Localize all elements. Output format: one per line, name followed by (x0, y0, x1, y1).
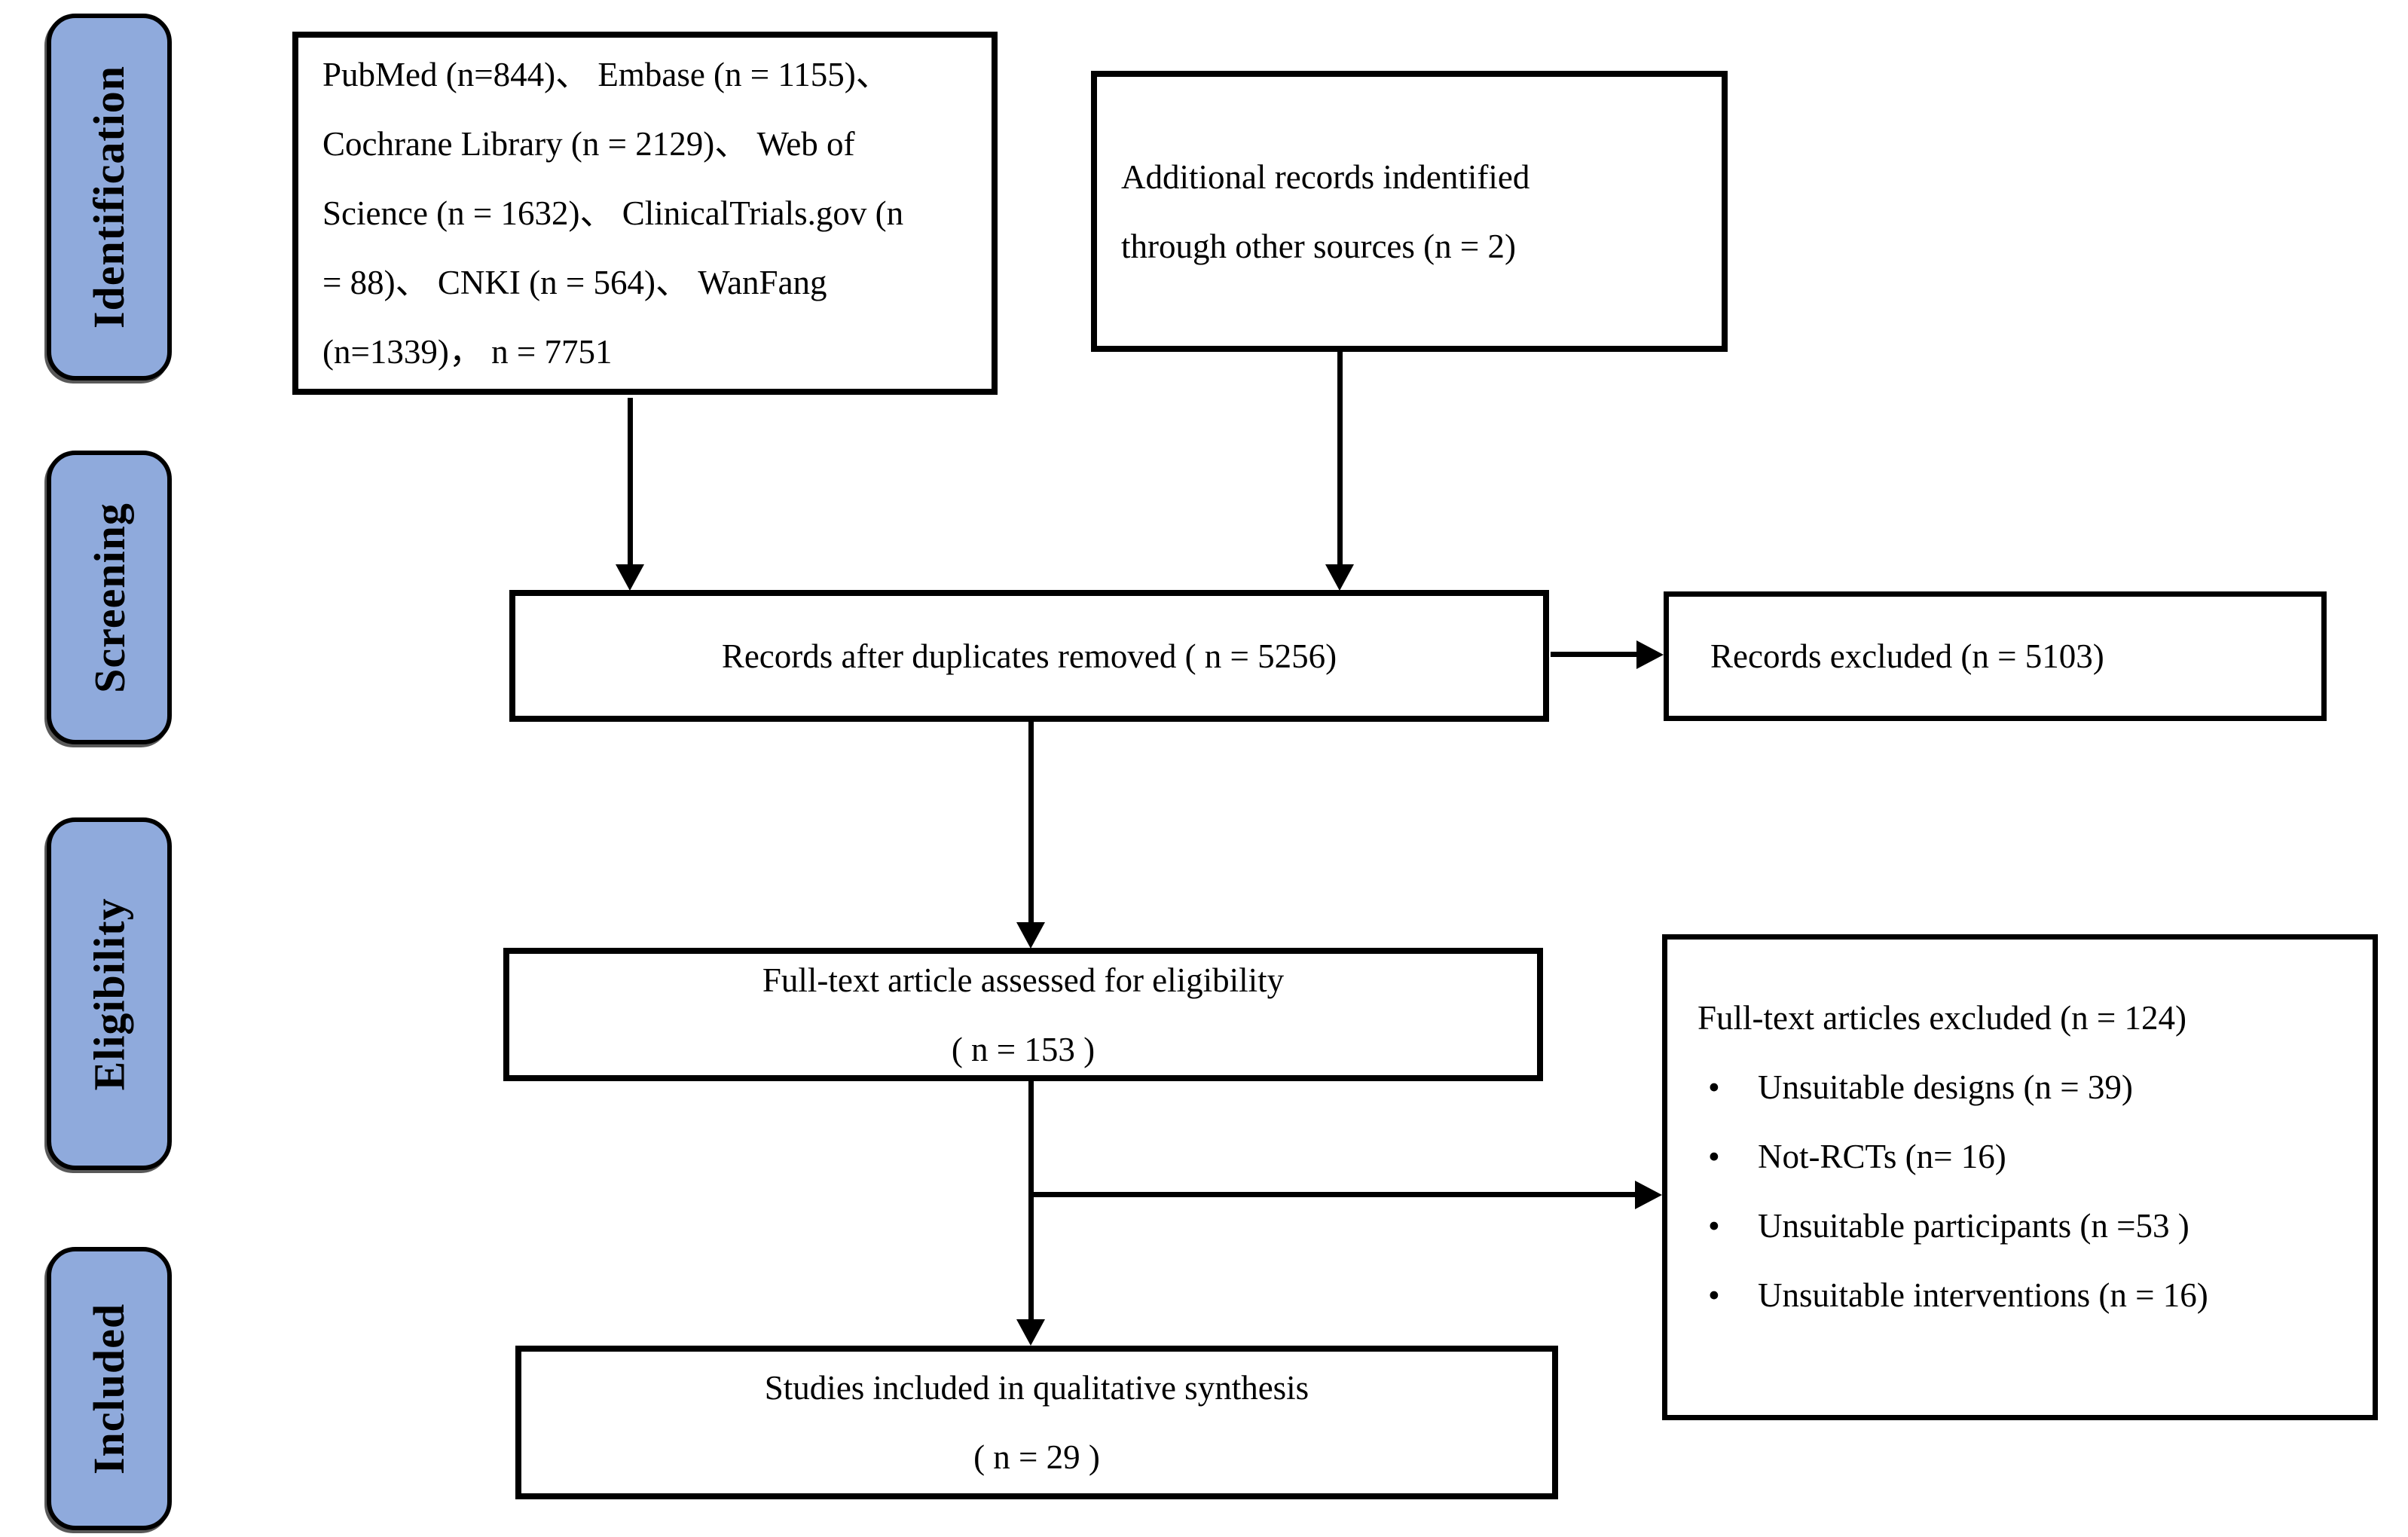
fulltext-excluded-item-2: • Not-RCTs (n= 16) (1698, 1122, 2342, 1191)
fulltext-assessed-line-1: Full-text article assessed for eligibili… (762, 961, 1285, 999)
arrowhead-down-icon (616, 564, 644, 591)
arrow-line (1031, 1192, 1635, 1197)
stage-included-label: Included (84, 1303, 134, 1474)
stage-identification: Identification (47, 14, 172, 380)
included-line-2: ( n = 29 ) (973, 1438, 1100, 1476)
box-fulltext-assessed: Full-text article assessed for eligibili… (503, 948, 1543, 1081)
bullet-icon: • (1708, 1276, 1720, 1314)
additional-records-line-1: Additional records indentified (1121, 157, 1530, 196)
sources-line-2: Cochrane Library (n = 2129)、 Web of (322, 125, 855, 163)
arrowhead-right-icon (1636, 640, 1664, 669)
sources-line-4: = 88)、 CNKI (n = 564)、 WanFang (322, 264, 827, 301)
box-deduplicated-records: Records after duplicates removed ( n = 5… (509, 590, 1549, 722)
stage-included: Included (47, 1247, 172, 1530)
fulltext-excluded-title: Full-text articles excluded (n = 124) (1698, 999, 2186, 1037)
stage-identification-label: Identification (84, 65, 134, 329)
arrowhead-down-icon (1325, 564, 1354, 591)
arrowhead-down-icon (1016, 1319, 1045, 1346)
bullet-icon: • (1708, 1138, 1720, 1175)
box-identification-sources: PubMed (n=844)、 Embase (n = 1155)、 Cochr… (292, 32, 998, 395)
box-records-excluded: Records excluded (n = 5103) (1664, 591, 2327, 721)
fulltext-excluded-item-2-text: Not-RCTs (n= 16) (1758, 1138, 2006, 1175)
arrow-line (1028, 1081, 1034, 1321)
fulltext-excluded-item-1-text: Unsuitable designs (n = 39) (1758, 1068, 2133, 1106)
additional-records-line-2: through other sources (n = 2) (1121, 227, 1517, 265)
deduplicated-text: Records after duplicates removed ( n = 5… (721, 637, 1337, 675)
fulltext-excluded-item-4: • Unsuitable interventions (n = 16) (1698, 1260, 2342, 1330)
arrow-line (1337, 352, 1343, 564)
stage-eligibility-label: Eligibility (84, 897, 134, 1090)
arrow-line (1028, 722, 1034, 924)
fulltext-assessed-line-2: ( n = 153 ) (951, 1030, 1096, 1068)
box-included-qualitative: Studies included in qualitative synthesi… (515, 1346, 1558, 1499)
fulltext-excluded-item-4-text: Unsuitable interventions (n = 16) (1758, 1276, 2208, 1314)
arrowhead-down-icon (1016, 922, 1045, 949)
sources-line-3: Science (n = 1632)、 ClinicalTrials.gov (… (322, 194, 904, 232)
fulltext-excluded-item-1: • Unsuitable designs (n = 39) (1698, 1053, 2342, 1122)
bullet-icon: • (1708, 1068, 1720, 1106)
stage-screening: Screening (47, 451, 172, 744)
box-fulltext-excluded: Full-text articles excluded (n = 124) • … (1662, 934, 2378, 1420)
records-excluded-text: Records excluded (n = 5103) (1710, 637, 2104, 675)
sources-line-1: PubMed (n=844)、 Embase (n = 1155)、 (322, 56, 890, 93)
arrow-line (1551, 652, 1638, 657)
arrowhead-right-icon (1635, 1181, 1662, 1209)
box-additional-records: Additional records indentified through o… (1091, 71, 1728, 352)
sources-line-5: (n=1339)， n = 7751 (322, 333, 613, 371)
fulltext-excluded-item-3: • Unsuitable participants (n =53 ) (1698, 1191, 2342, 1260)
stage-eligibility: Eligibility (47, 817, 172, 1170)
fulltext-excluded-item-3-text: Unsuitable participants (n =53 ) (1758, 1207, 2190, 1245)
arrow-line (628, 398, 633, 564)
included-line-1: Studies included in qualitative synthesi… (764, 1369, 1309, 1407)
bullet-icon: • (1708, 1207, 1720, 1245)
stage-screening-label: Screening (84, 502, 134, 693)
